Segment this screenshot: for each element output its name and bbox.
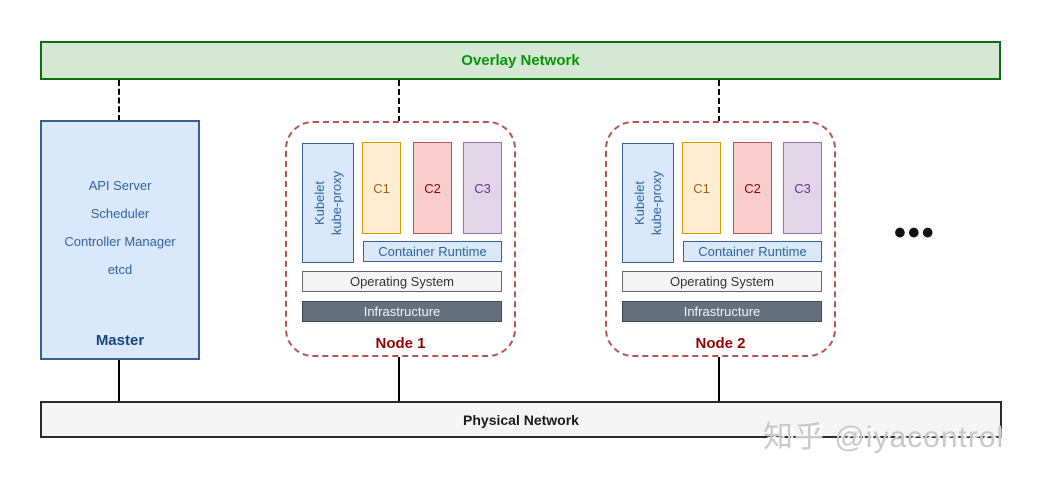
node-1-kubelet-box: Kubelet kube-proxy (302, 143, 354, 263)
node-1-label: Node 1 (375, 335, 426, 352)
watermark: 知乎 @iyacontrol (763, 421, 1005, 454)
node-2-container-c3: C3 (783, 142, 822, 234)
overlay-network-label: Overlay Network (461, 52, 580, 69)
master-component-controller-manager: Controller Manager (64, 234, 176, 249)
kube-proxy-line: kube-proxy (329, 170, 344, 236)
master-box: API Server Scheduler Controller Manager … (40, 120, 200, 360)
master-title: Master (95, 332, 145, 349)
master-component-api-server: API Server (88, 178, 152, 193)
connector-overlay-node2 (718, 80, 720, 122)
node-1-kubelet-label: Kubelet kube-proxy (311, 171, 345, 235)
node-2-box: Kubelet kube-proxy C1 C2 C3 Container Ru… (605, 121, 836, 357)
node-2-operating-system: Operating System (622, 271, 822, 292)
physical-network-bar: Physical Network (40, 401, 1002, 438)
more-nodes-ellipsis-icon: ••• (894, 214, 936, 252)
kubelet-line: Kubelet (632, 180, 647, 226)
connector-overlay-master (118, 80, 120, 121)
node-2-container-c1: C1 (682, 142, 721, 234)
node-2-container-runtime: Container Runtime (683, 241, 822, 262)
connector-node2-physical (718, 356, 720, 402)
connector-overlay-node1 (398, 80, 400, 122)
node-1-operating-system: Operating System (302, 271, 502, 292)
node-2-kubelet-label: Kubelet kube-proxy (631, 171, 665, 235)
kubelet-line: Kubelet (312, 180, 327, 226)
node-1-container-c1: C1 (362, 142, 401, 234)
overlay-network-bar: Overlay Network (40, 41, 1001, 80)
master-component-scheduler: Scheduler (90, 206, 150, 221)
node-1-container-c3: C3 (463, 142, 502, 234)
kube-proxy-line: kube-proxy (649, 170, 664, 236)
connector-node1-physical (398, 356, 400, 402)
master-components: API Server Scheduler Controller Manager … (64, 178, 175, 278)
master-component-etcd: etcd (107, 262, 133, 277)
node-2-infrastructure: Infrastructure (622, 301, 822, 322)
node-1-container-runtime: Container Runtime (363, 241, 502, 262)
node-1-container-c2: C2 (413, 142, 452, 234)
connector-master-physical (118, 360, 120, 402)
node-1-box: Kubelet kube-proxy C1 C2 C3 Container Ru… (285, 121, 516, 357)
physical-network-label: Physical Network (463, 411, 579, 428)
node-1-infrastructure: Infrastructure (302, 301, 502, 322)
node-2-label: Node 2 (695, 335, 746, 352)
node-2-container-c2: C2 (733, 142, 772, 234)
node-2-kubelet-box: Kubelet kube-proxy (622, 143, 674, 263)
